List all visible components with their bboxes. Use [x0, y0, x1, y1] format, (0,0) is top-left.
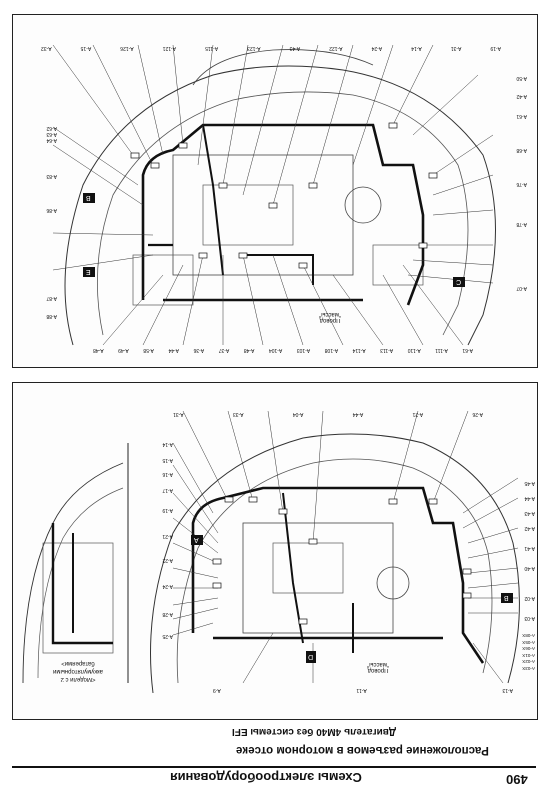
engine-bay-diagram-top — [52, 44, 496, 346]
engine-bay-diagram-bottom — [22, 410, 520, 694]
diagram-bottom-panel: A-26 A-21 A-44 A-04 A-33 A-31 A-25 A-28 … — [12, 382, 538, 720]
marker-B-bottom — [501, 593, 513, 603]
marker-a-letter: A — [194, 536, 199, 543]
marker-b-letter-bottom: B — [504, 594, 509, 601]
header-title: Схемы электрооборудования — [170, 770, 362, 785]
subtitle: Двигатель 4M40 без системы EFI — [232, 726, 397, 737]
marker-b-letter: B — [86, 194, 91, 201]
marker-D-bottom — [306, 651, 316, 663]
marker-letters-top: B E C — [13, 15, 537, 367]
page-number: 490 — [506, 772, 528, 787]
section-title: Расположение разъемов в моторном отсеке — [236, 744, 489, 756]
marker-c-letter: C — [456, 278, 462, 285]
marker-C-top — [453, 277, 465, 287]
marker-letters-bottom: A B D — [13, 383, 537, 719]
marker-d-letter: D — [308, 653, 314, 660]
page-footer-rotated: Двигатель 4M40 без системы EFI Расположе… — [0, 720, 550, 795]
header-rule — [12, 766, 536, 768]
marker-B-top — [83, 193, 95, 203]
diagram-top-panel: A-19 A-31 A-14 A-24 A-122 A-43 A-123 A-1… — [12, 14, 538, 368]
marker-e-letter: E — [86, 268, 91, 275]
marker-E-top — [83, 267, 95, 277]
marker-A-bottom — [191, 535, 203, 545]
